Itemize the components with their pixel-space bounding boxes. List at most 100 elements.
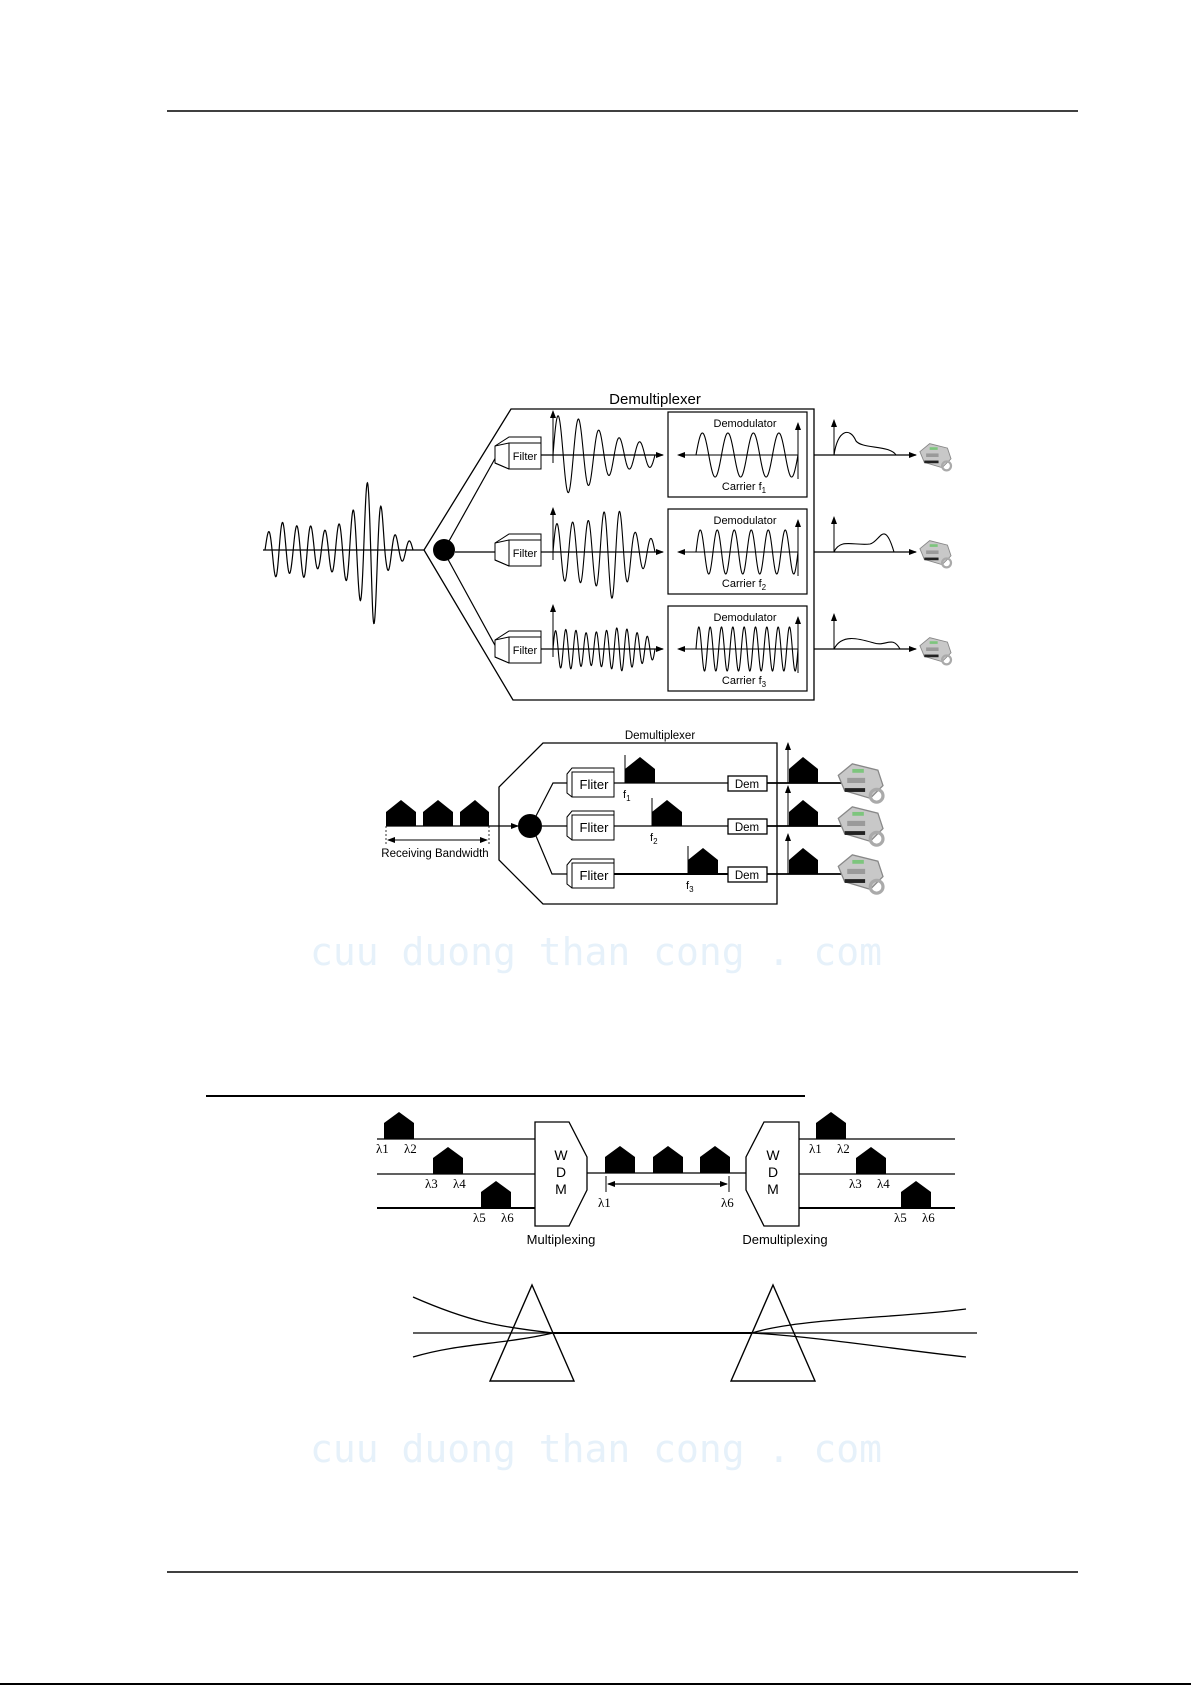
filtered-signal bbox=[552, 627, 656, 672]
fig2-demux-enclosure bbox=[498, 742, 778, 905]
channel-spectrum bbox=[652, 800, 682, 826]
wavelength-label: λ6 bbox=[922, 1210, 935, 1225]
carrier-label-sub: 3 bbox=[762, 680, 767, 689]
demodulator-label: Demodulator bbox=[714, 515, 777, 527]
input-beam bbox=[412, 1296, 554, 1334]
band-end-label: λ6 bbox=[721, 1195, 734, 1210]
recovered-spectrum bbox=[789, 800, 818, 826]
filter-label: Fliter bbox=[580, 868, 610, 883]
recovered-spectrum bbox=[789, 757, 818, 783]
wdm-letter: D bbox=[768, 1164, 778, 1180]
fig2-title: Demultiplexer bbox=[625, 730, 695, 742]
telephone-icon bbox=[918, 636, 953, 666]
watermark: cuu duong than cong . com bbox=[310, 1427, 882, 1471]
figure-prism-wdm bbox=[412, 1283, 977, 1382]
telephone-icon bbox=[836, 762, 885, 804]
carrier-label-text: Carrier f bbox=[722, 578, 763, 590]
wavelength-label: λ1 bbox=[809, 1141, 822, 1156]
telephone-icon bbox=[918, 442, 953, 472]
telephone-icon bbox=[918, 539, 953, 569]
wdm-letter: M bbox=[555, 1181, 567, 1197]
filter-edge bbox=[494, 539, 510, 544]
channel-label-text: f bbox=[650, 832, 654, 844]
channel-label: f1 bbox=[623, 789, 631, 803]
spectrum-band bbox=[386, 800, 416, 826]
wavelength-band bbox=[816, 1112, 846, 1139]
wdm-letter: M bbox=[767, 1181, 779, 1197]
carrier-label: Carrier f2 bbox=[722, 578, 767, 592]
channel-label: f2 bbox=[650, 832, 658, 846]
channel-label-sub: 1 bbox=[626, 794, 631, 803]
dem-label: Dem bbox=[735, 870, 759, 882]
wavelength-band bbox=[856, 1147, 886, 1174]
wavelength-band bbox=[433, 1147, 463, 1174]
telephone-icon bbox=[836, 853, 885, 895]
carrier-label: Carrier f3 bbox=[722, 675, 767, 689]
filter-edge bbox=[494, 442, 510, 447]
demultiplexing-caption: Demultiplexing bbox=[742, 1232, 827, 1247]
recovered-signal bbox=[833, 431, 897, 456]
carrier-label-text: Carrier f bbox=[722, 481, 763, 493]
filter-edge bbox=[494, 636, 510, 641]
channel-label-sub: 2 bbox=[653, 837, 658, 846]
telephone-icon bbox=[836, 805, 885, 847]
wavelength-label: λ5 bbox=[894, 1210, 907, 1225]
spectrum-band bbox=[423, 800, 453, 826]
filter-label: Fliter bbox=[580, 820, 610, 835]
wavelength-band bbox=[605, 1146, 635, 1173]
wdm-demultiplexer bbox=[745, 1121, 800, 1227]
wavelength-label: λ5 bbox=[473, 1210, 486, 1225]
channel-label-sub: 3 bbox=[689, 885, 694, 894]
filter-edge bbox=[494, 559, 510, 567]
wavelength-label: λ2 bbox=[837, 1141, 850, 1156]
recovered-signal bbox=[833, 637, 901, 650]
fig2-splitter-node bbox=[518, 814, 542, 838]
wavelength-label: λ3 bbox=[849, 1176, 862, 1191]
output-beam bbox=[751, 1308, 967, 1334]
wavelength-label: λ4 bbox=[877, 1176, 890, 1191]
spectrum-band bbox=[460, 800, 489, 826]
watermark: cuu duong than cong . com bbox=[310, 930, 882, 974]
dem-label: Dem bbox=[735, 822, 759, 834]
carrier-label-text: Carrier f bbox=[722, 675, 763, 687]
multiplexing-caption: Multiplexing bbox=[527, 1232, 596, 1247]
fig1-demux-enclosure bbox=[423, 408, 815, 701]
carrier-wave bbox=[695, 626, 799, 672]
channel-label-text: f bbox=[686, 880, 690, 892]
wavelength-label: λ4 bbox=[453, 1176, 466, 1191]
fig1-composite-signal bbox=[264, 481, 414, 625]
channel-spectrum bbox=[625, 757, 655, 783]
filter-label: Filter bbox=[513, 645, 538, 657]
filter-box-face bbox=[571, 862, 615, 889]
filter-label: Filter bbox=[513, 451, 538, 463]
filtered-signal bbox=[552, 510, 656, 599]
fig1-title: Demultiplexer bbox=[609, 391, 701, 408]
channel-label: f3 bbox=[686, 880, 694, 894]
filter-box-face bbox=[508, 539, 542, 567]
figure-fdm-demultiplexer: Demultiplexer Receiving Bandwidth Fliter… bbox=[381, 730, 885, 905]
carrier-wave bbox=[695, 529, 799, 575]
wdm-multiplexer bbox=[534, 1121, 588, 1227]
demodulator-label: Demodulator bbox=[714, 612, 777, 624]
recovered-spectrum bbox=[789, 848, 818, 874]
channel-spectrum bbox=[688, 848, 718, 874]
input-beam bbox=[412, 1332, 554, 1358]
channel-label-text: f bbox=[623, 789, 627, 801]
carrier-label-sub: 1 bbox=[762, 486, 767, 495]
wavelength-band bbox=[384, 1112, 414, 1139]
fig2-input-spectrum: Receiving Bandwidth bbox=[381, 800, 519, 860]
wavelength-label: λ2 bbox=[404, 1141, 417, 1156]
filter-edge bbox=[494, 656, 510, 664]
branch-line bbox=[535, 835, 568, 875]
carrier-label-sub: 2 bbox=[762, 583, 767, 592]
output-beam bbox=[751, 1332, 967, 1358]
filter-edge bbox=[494, 462, 510, 470]
wdm-letter: W bbox=[766, 1147, 780, 1163]
wavelength-label: λ3 bbox=[425, 1176, 438, 1191]
dem-label: Dem bbox=[735, 779, 759, 791]
